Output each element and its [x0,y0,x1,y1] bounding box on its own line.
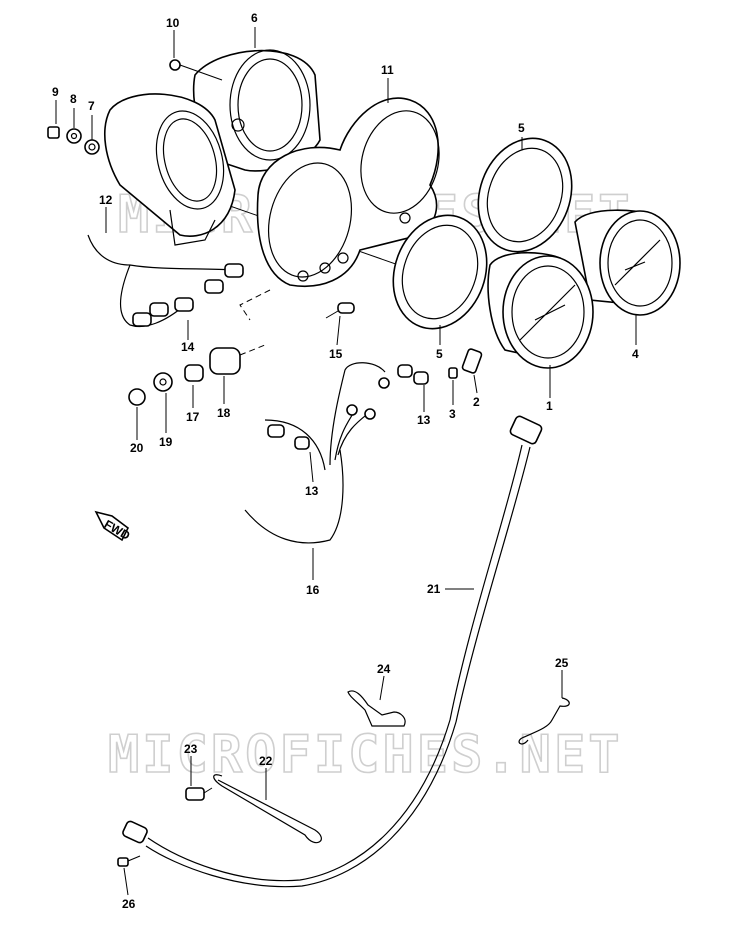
callout-19: 19 [159,435,173,449]
callout-20: 20 [130,441,144,455]
part-2-connector[interactable] [461,348,483,374]
part-24-clamp[interactable] [347,690,406,727]
callout-5-upper: 5 [518,121,525,135]
fwd-arrow-icon [94,510,130,542]
part-17-bulb[interactable] [184,364,204,382]
part-3-screw[interactable] [448,367,458,379]
part-19-washer[interactable] [153,372,173,392]
part-9-nut[interactable] [47,126,60,139]
part-7-grommet[interactable] [84,139,100,155]
callout-7: 7 [88,99,95,113]
part-15-screw[interactable] [325,302,355,319]
callout-4: 4 [632,347,639,361]
callout-17: 17 [186,410,200,424]
callout-14: 14 [181,340,195,354]
part-8-washer[interactable] [66,128,82,144]
part-5-ring-upper[interactable] [463,125,587,265]
part-21-speedometer-cable[interactable] [122,415,543,888]
fwd-label: FWD [102,517,133,543]
callout-24: 24 [377,662,391,676]
part-10-screw[interactable] [169,59,223,81]
callout-5-lower: 5 [436,347,443,361]
watermark-lower: MICROFICHES.NET [108,725,623,785]
callout-1: 1 [546,399,553,413]
callout-21: 21 [427,582,441,596]
callout-13-left: 13 [305,484,319,498]
callout-numbers: 1 2 3 4 5 5 6 7 8 9 10 11 12 13 13 14 15… [52,11,639,911]
callout-6: 6 [251,11,258,25]
callout-2: 2 [473,395,480,409]
part-6-meter-case[interactable] [192,49,321,172]
part-25-wire-clip[interactable] [518,697,570,745]
callout-12: 12 [99,193,113,207]
part-22-cable-tie[interactable] [213,774,322,844]
part-4-gauge[interactable] [574,209,681,316]
callout-8: 8 [70,92,77,106]
callout-13-right: 13 [417,413,431,427]
part-11-cover-plate[interactable] [256,97,450,287]
part-16-sub-harness[interactable] [244,362,429,544]
part-6-left-cup[interactable] [104,93,236,246]
callout-10: 10 [166,16,180,30]
part-20-nut[interactable] [128,388,146,406]
part-23-bolt[interactable] [185,787,213,801]
callout-16: 16 [306,583,320,597]
callout-26: 26 [122,897,136,911]
callout-25: 25 [555,656,569,670]
part-26-screw[interactable] [117,855,141,867]
callout-11: 11 [381,63,394,77]
part-5-ring-lower[interactable] [378,202,502,342]
callout-15: 15 [329,347,343,361]
part-12-wire-harness[interactable] [87,234,244,327]
callout-22: 22 [259,754,273,768]
callout-18: 18 [217,406,231,420]
part-18-socket[interactable] [209,344,266,375]
callout-23: 23 [184,742,198,756]
part-1-speedometer[interactable] [487,251,594,369]
callout-9: 9 [52,85,59,99]
callout-3: 3 [449,407,456,421]
leader-lines [55,27,637,896]
